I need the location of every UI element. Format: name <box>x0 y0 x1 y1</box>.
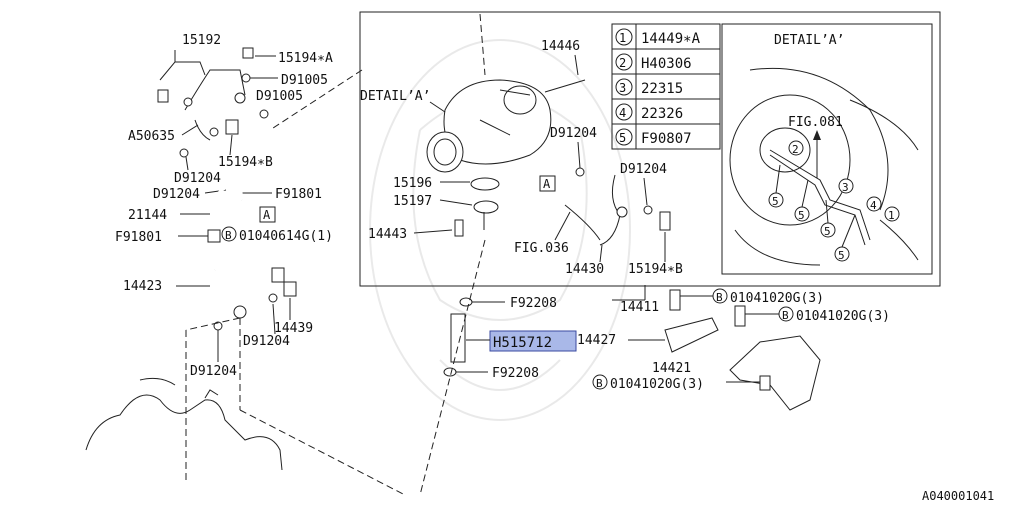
label-D91005: D91005 <box>256 89 303 104</box>
fig081-ref: FIG.081 <box>788 115 843 130</box>
label-bolt: 01040614G(1) <box>239 229 333 244</box>
label-14421: 14421 <box>652 361 691 376</box>
label-F92208: F92208 <box>492 366 539 381</box>
legend-code: 22326 <box>641 106 683 122</box>
label-14423: 14423 <box>123 279 162 294</box>
callout-num: 5 <box>798 209 805 222</box>
detail-a-drawing: FIG.081 2 3 4 1 5 5 5 5 <box>729 67 919 266</box>
main-frame <box>359 11 941 287</box>
highlight-H515712[interactable] <box>489 330 577 352</box>
diagram-code: A040001041 <box>922 489 994 503</box>
label-D91204: D91204 <box>243 334 290 349</box>
label-F91801: F91801 <box>115 230 162 245</box>
bolt-marker: B <box>716 291 723 304</box>
label-15194b: 15194∗B <box>628 262 683 277</box>
label-bolt: 01041020G(3) <box>730 291 824 306</box>
detail-a-frame <box>721 23 933 275</box>
section-a-marker <box>539 175 556 192</box>
section-a-text: A <box>263 208 271 222</box>
legend-code: H40306 <box>641 56 692 72</box>
label-14443: 14443 <box>368 227 407 242</box>
bolt-marker: B <box>782 309 789 322</box>
engine-outline <box>85 377 283 471</box>
label-15196: 15196 <box>393 176 432 191</box>
detail-a-callout: DETAIL’A’ <box>360 89 430 104</box>
label-15194b: 15194∗B <box>218 155 273 170</box>
label-D91204: D91204 <box>190 364 237 379</box>
label-bolt: 01041020G(3) <box>796 309 890 324</box>
callout-num: 5 <box>772 195 779 208</box>
legend-num: 4 <box>619 106 626 120</box>
legend-num: 3 <box>619 81 626 95</box>
legend-num: 1 <box>619 31 626 45</box>
label-F91801: F91801 <box>275 187 322 202</box>
legend-code: 22315 <box>641 81 683 97</box>
dashed-leaders <box>185 13 486 496</box>
callout-num: 5 <box>824 225 831 238</box>
label-15192: 15192 <box>182 33 221 48</box>
label-H515712[interactable]: H515712 <box>493 335 552 351</box>
label-D91005: D91005 <box>281 73 328 88</box>
legend-num: 2 <box>619 56 626 70</box>
detail-a-title: DETAIL’A’ <box>774 33 844 48</box>
label-14411: 14411 <box>620 300 659 315</box>
label-14446: 14446 <box>541 39 580 54</box>
label-14430: 14430 <box>565 262 604 277</box>
label-15197: 15197 <box>393 194 432 209</box>
legend-table: 1 2 3 4 5 14449∗A H40306 22315 22326 F90… <box>611 23 721 150</box>
bolt-marker: B <box>596 377 603 390</box>
label-F92208: F92208 <box>510 296 557 311</box>
label-D91204: D91204 <box>620 162 667 177</box>
callout-num: 2 <box>792 143 799 156</box>
label-21144: 21144 <box>128 208 167 223</box>
section-a-text: A <box>543 177 551 191</box>
legend-code: F90807 <box>641 131 692 147</box>
section-a-marker <box>259 206 276 223</box>
label-14439: 14439 <box>274 321 313 336</box>
label-D91204: D91204 <box>174 171 221 186</box>
fig036-ref: FIG.036 <box>514 241 569 256</box>
legend-num: 5 <box>619 131 626 145</box>
label-D91204: D91204 <box>550 126 597 141</box>
label-15194a: 15194∗A <box>278 51 333 66</box>
bolt-marker: B <box>225 229 232 242</box>
label-D91204: D91204 <box>153 187 200 202</box>
callout-num: 3 <box>842 181 849 194</box>
label-A50635: A50635 <box>128 129 175 144</box>
legend-code: 14449∗A <box>641 31 701 47</box>
label-14427: 14427 <box>577 333 616 348</box>
callout-num: 5 <box>838 249 845 262</box>
turbocharger <box>426 79 586 173</box>
callout-num: 4 <box>870 199 877 212</box>
hose-H515712 <box>450 313 466 363</box>
label-bolt: 01041020G(3) <box>610 377 704 392</box>
callout-num: 1 <box>888 209 895 222</box>
